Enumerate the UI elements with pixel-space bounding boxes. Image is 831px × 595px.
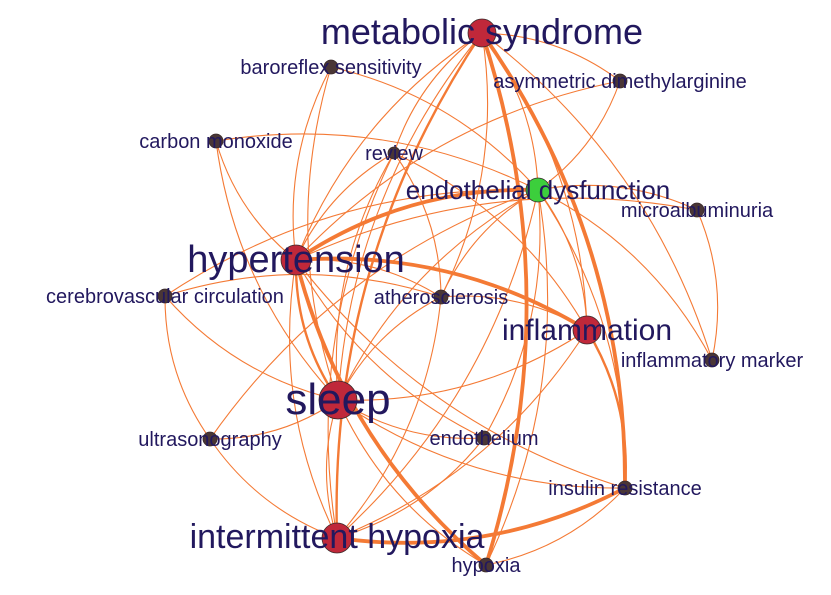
edge-hypertension-hypoxia [294, 258, 488, 567]
edge-hypertension-atherosclerosis [295, 259, 442, 298]
edge-cerebrovascular-circulation-ultrasonography [164, 295, 211, 440]
edge-metabolic-syndrome-atherosclerosis [440, 32, 489, 298]
edge-carbon-monoxide-endothelial-dysfunction [215, 133, 539, 191]
edge-review-atherosclerosis [393, 152, 442, 298]
edge-microalbuminuria-hypertension [295, 197, 698, 261]
edge-metabolic-syndrome-sleep [337, 32, 483, 401]
edge-atherosclerosis-inflammation [440, 295, 588, 331]
edge-hypertension-endothelium [295, 259, 485, 439]
edge-endothelium-intermittent-hypoxia [336, 437, 485, 539]
edge-intermittent-hypoxia-insulin-resistance [335, 486, 627, 545]
label-hypoxia: hypoxia [452, 555, 522, 577]
node-asymmetric-dimethylarginine[interactable] [612, 73, 628, 89]
label-layer: metabolic syndrome baroreflex sensitivity… [46, 11, 803, 577]
label-hypertension: hypertension [187, 239, 405, 281]
label-inflammatory-marker: inflammatory marker [621, 350, 804, 372]
edge-carbon-monoxide-sleep [215, 140, 339, 401]
edge-hypertension-insulin-resistance [295, 259, 626, 489]
node-inflammation[interactable] [572, 315, 602, 345]
node-endothelial-dysfunction[interactable] [525, 177, 551, 203]
label-asymmetric-dimethylarginine: asymmetric dimethylarginine [493, 71, 746, 93]
node-cerebrovascular-circulation[interactable] [157, 288, 173, 304]
edge-endothelial-dysfunction-microalbuminuria [537, 184, 698, 211]
label-review: review [365, 143, 423, 165]
edge-asymmetric-dimethylarginine-endothelial-dysfunction [537, 80, 621, 191]
edge-insulin-resistance-hypoxia [485, 487, 626, 566]
node-intermittent-hypoxia[interactable] [321, 522, 353, 554]
edge-inflammation-sleep [337, 329, 588, 401]
edge-asymmetric-dimethylarginine-hypertension [295, 80, 621, 261]
edge-baroreflex-sensitivity-endothelial-dysfunction [330, 66, 539, 191]
node-hypoxia[interactable] [478, 557, 494, 573]
label-metabolic-syndrome: metabolic syndrome [321, 11, 643, 52]
edge-endothelial-dysfunction-cerebrovascular-circulation [164, 189, 539, 297]
node-metabolic-syndrome[interactable] [467, 18, 497, 48]
edge-cerebrovascular-circulation-sleep [164, 295, 339, 401]
edge-carbon-monoxide-hypertension [215, 140, 297, 261]
label-microalbuminuria: microalbuminuria [621, 200, 774, 222]
edge-endothelial-dysfunction-sleep [337, 189, 539, 401]
edge-cerebrovascular-circulation-atherosclerosis [164, 273, 442, 298]
edge-metabolic-syndrome-inflammatory-marker [481, 32, 713, 361]
label-cerebrovascular-circulation: cerebrovascular circulation [46, 286, 284, 308]
node-microalbuminuria[interactable] [689, 202, 705, 218]
edge-metabolic-syndrome-review [393, 32, 483, 154]
edge-inflammation-insulin-resistance [585, 328, 627, 490]
label-sleep: sleep [285, 375, 390, 424]
node-hypertension[interactable] [280, 244, 312, 276]
edge-atherosclerosis-intermittent-hypoxia [336, 296, 442, 539]
edge-metabolic-syndrome-intermittent-hypoxia [335, 31, 484, 540]
edge-endothelial-dysfunction-endothelium [483, 189, 541, 439]
edge-metabolic-syndrome-asymmetric-dimethylarginine [481, 32, 621, 82]
edge-review-sleep [335, 152, 395, 401]
label-carbon-monoxide: carbon monoxide [139, 131, 292, 153]
label-endothelial-dysfunction: endothelial dysfunction [406, 175, 671, 205]
edge-baroreflex-sensitivity-sleep [307, 66, 339, 401]
edge-endothelial-dysfunction-inflammatory-marker [537, 189, 713, 361]
node-baroreflex-sensitivity[interactable] [323, 59, 339, 75]
edge-endothelial-dysfunction-intermittent-hypoxia [336, 189, 539, 539]
node-atherosclerosis[interactable] [433, 289, 449, 305]
edge-review-inflammation [393, 152, 588, 331]
edge-sleep-insulin-resistance [337, 399, 626, 489]
node-layer [157, 18, 720, 573]
node-ultrasonography[interactable] [202, 431, 218, 447]
edge-metabolic-syndrome-inflammation [481, 32, 588, 331]
edge-review-intermittent-hypoxia [327, 152, 395, 539]
edge-baroreflex-sensitivity-hypertension [292, 66, 332, 261]
edge-endothelial-dysfunction-hypertension [294, 187, 540, 262]
edge-review-hypertension [295, 152, 395, 261]
edge-endothelial-dysfunction-ultrasonography [209, 189, 539, 440]
label-inflammation: inflammation [502, 314, 672, 347]
label-atherosclerosis: atherosclerosis [374, 287, 509, 309]
edge-hypertension-inflammation [294, 256, 589, 332]
label-ultrasonography: ultrasonography [138, 429, 281, 451]
edge-endothelial-dysfunction-hypoxia [485, 189, 549, 566]
edge-metabolic-syndrome-hypertension [295, 32, 483, 261]
edge-layer [164, 31, 719, 567]
node-carbon-monoxide[interactable] [208, 133, 224, 149]
node-sleep[interactable] [318, 380, 358, 420]
node-insulin-resistance[interactable] [617, 480, 633, 496]
label-endothelium: endothelium [430, 428, 539, 450]
edge-endothelial-dysfunction-atherosclerosis [440, 189, 539, 298]
edge-inflammation-intermittent-hypoxia [336, 329, 588, 539]
label-insulin-resistance: insulin resistance [548, 478, 701, 500]
node-review[interactable] [387, 146, 401, 160]
label-baroreflex-sensitivity: baroreflex sensitivity [240, 57, 421, 79]
node-endothelium[interactable] [476, 430, 492, 446]
node-inflammatory-marker[interactable] [704, 352, 720, 368]
edge-microalbuminuria-inflammatory-marker [696, 209, 719, 361]
edge-hypertension-intermittent-hypoxia [288, 259, 338, 539]
edge-sleep-hypoxia [337, 399, 487, 566]
label-intermittent-hypoxia: intermittent hypoxia [190, 518, 485, 556]
edge-ultrasonography-intermittent-hypoxia [209, 438, 338, 539]
